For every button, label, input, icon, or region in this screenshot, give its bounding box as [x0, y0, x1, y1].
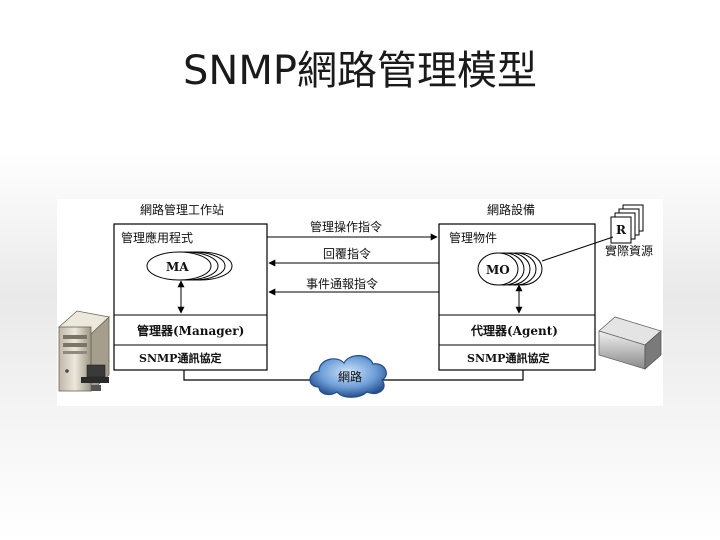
network-device-icon — [598, 316, 662, 370]
station-title: 網路管理工作站 — [140, 202, 224, 217]
resource-letter: R — [616, 223, 627, 237]
manager-label: 管理器(Manager) — [137, 323, 244, 338]
ma-label: MA — [166, 260, 189, 274]
mo-resource-line — [541, 236, 614, 262]
snmp-diagram: 網路管理工作站 網路設備 管理應用程式 MA 管理器(Manager) SNMP… — [57, 199, 663, 406]
msg-reply-label: 回覆指令 — [323, 246, 371, 261]
snmp-left-label: SNMP通訊協定 — [139, 351, 221, 365]
ma-ellipses — [146, 251, 233, 281]
network-label: 網路 — [338, 369, 362, 384]
server-icon — [58, 310, 110, 392]
object-label: 管理物件 — [449, 230, 497, 245]
snmp-right-label: SNMP通訊協定 — [467, 351, 549, 365]
network-cloud-icon — [309, 355, 387, 398]
app-label: 管理應用程式 — [121, 230, 193, 245]
slide-title: SNMP網路管理模型 — [183, 48, 537, 94]
msg-op-label: 管理操作指令 — [310, 219, 382, 234]
agent-label: 代理器(Agent) — [470, 323, 558, 338]
network-device-box — [438, 223, 596, 371]
resource-docs-icon — [610, 204, 644, 244]
device-title: 網路設備 — [487, 202, 535, 217]
mo-label: MO — [486, 263, 510, 277]
resource-label: 實際資源 — [605, 243, 653, 258]
msg-event-label: 事件通報指令 — [306, 276, 378, 291]
management-station-box — [113, 223, 268, 371]
